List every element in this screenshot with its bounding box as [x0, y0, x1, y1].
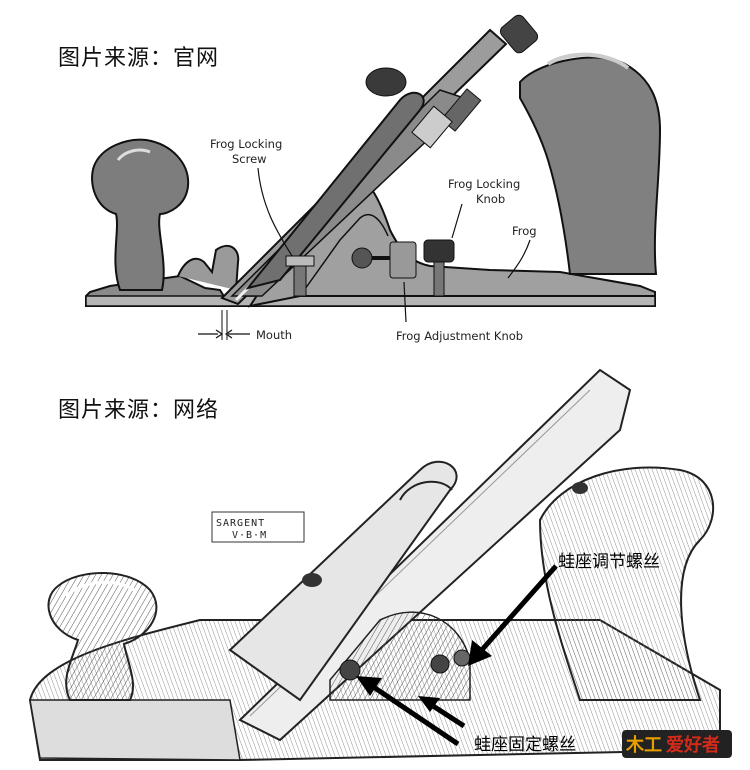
watermark-part2: 爱好者: [666, 734, 720, 756]
caption-web-source: 图片来源：网络: [58, 398, 220, 423]
frog-locking-screw-part: [285, 255, 315, 297]
label-mouth: Mouth: [256, 328, 292, 342]
label-frog-locking-screw-line1: Frog Locking: [210, 137, 282, 151]
rear-handle-engraved: [538, 466, 714, 701]
frog-adjustment-knob-part: [351, 241, 417, 279]
label-frog-adjust-screw: 蛙座调节螺丝: [558, 552, 660, 572]
arrow-adjust-screw: [468, 564, 558, 666]
lever-cap-engraved: [228, 460, 458, 702]
label-frog-locking-knob-line1: Frog Locking: [448, 177, 520, 191]
label-frog-locking-knob-line2: Knob: [476, 192, 505, 206]
sargent-stamp: SARGENT V·B·M: [211, 511, 305, 543]
stamp-line1: SARGENT: [216, 518, 265, 529]
blade-assembly: [220, 14, 539, 306]
label-frog: Frog: [512, 224, 537, 238]
label-frog-adjustment-knob: Frog Adjustment Knob: [396, 329, 523, 343]
frog-locking-knob-part: [423, 239, 455, 297]
caption-official-source: 图片来源：官网: [58, 46, 220, 71]
watermark-logo: 木工 爱好者: [622, 730, 732, 758]
arrow-fix-screw-1: [356, 676, 460, 747]
front-knob: [91, 138, 190, 291]
stamp-line2: V·B·M: [232, 530, 267, 541]
label-frog-locking-screw-line2: Screw: [232, 152, 267, 166]
arrow-fix-screw-2: [418, 696, 466, 729]
watermark-part1: 木工: [625, 734, 662, 756]
label-frog-fix-screw: 蛙座固定螺丝: [474, 735, 576, 755]
front-knob-engraved: [47, 571, 158, 701]
